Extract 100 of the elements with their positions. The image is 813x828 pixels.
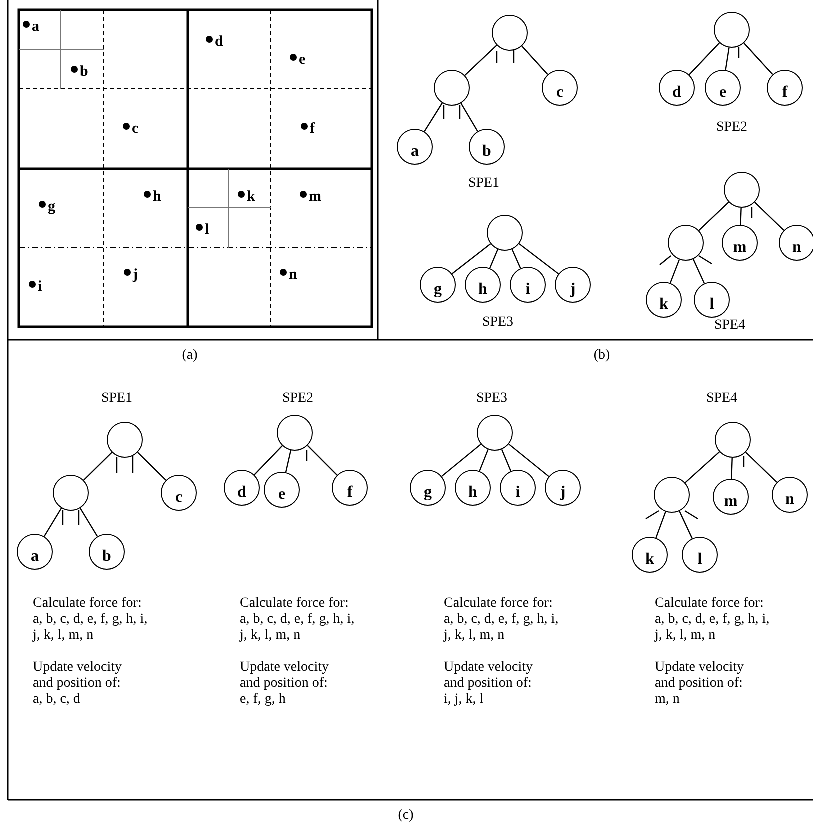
caption-label: SPE3 xyxy=(476,391,508,407)
tree-edge xyxy=(44,508,62,537)
caption-label: (a) xyxy=(182,348,198,364)
point-label: c xyxy=(132,121,139,137)
point-label: e xyxy=(299,52,306,68)
tree-edge xyxy=(137,452,167,481)
tree-edge xyxy=(744,42,774,76)
empty-child-stub xyxy=(513,50,515,63)
tree-node-circle: j xyxy=(555,267,591,303)
point-label: k xyxy=(247,189,256,205)
tree-edge xyxy=(512,249,522,269)
tree-node-circle: b xyxy=(89,534,125,570)
point-label: j xyxy=(133,267,138,283)
force-note: Calculate force for: a, b, c, d, e, f, g, h, i, j, k, l, m, n xyxy=(444,596,560,644)
tree-edge xyxy=(83,452,113,481)
empty-tree-node-circle xyxy=(477,415,513,451)
tree-node-circle: a xyxy=(17,534,53,570)
tree-edge xyxy=(442,444,482,478)
empty-child-stub xyxy=(62,510,64,525)
update-note: Update velocity and position of: m, n xyxy=(655,660,746,708)
empty-tree-node-circle xyxy=(668,225,704,261)
tree-node-circle: c xyxy=(542,70,578,106)
tree-edge xyxy=(254,446,283,476)
point-label: a xyxy=(32,19,40,35)
caption-label: SPE2 xyxy=(282,391,314,407)
empty-child-stub xyxy=(743,456,745,467)
point-label: g xyxy=(48,199,56,215)
empty-child-stub xyxy=(698,255,712,265)
tree-edge xyxy=(679,511,693,539)
tree-node-circle: n xyxy=(772,477,808,513)
caption-label: SPE4 xyxy=(714,318,746,334)
tree-edge xyxy=(489,249,499,269)
tree-edge xyxy=(460,103,478,132)
empty-tree-node-circle xyxy=(714,12,750,48)
empty-child-stub xyxy=(78,510,80,525)
caption-label: SPE3 xyxy=(482,315,514,331)
tree-node-circle: d xyxy=(224,470,260,506)
tree-edge xyxy=(754,202,784,231)
tree-edge xyxy=(522,46,548,76)
tree-node-circle: i xyxy=(500,470,536,506)
empty-child-stub xyxy=(496,51,498,63)
tree-edge xyxy=(746,452,778,483)
point-label: l xyxy=(205,222,210,238)
tree-node-circle: g xyxy=(410,470,446,506)
tree-node-circle: d xyxy=(659,70,695,106)
caption-label: (c) xyxy=(398,808,414,824)
caption-label: SPE2 xyxy=(716,120,748,136)
caption-label: SPE1 xyxy=(101,391,133,407)
tree-edge xyxy=(670,260,680,284)
tree-node-circle: c xyxy=(161,475,197,511)
caption-label: (b) xyxy=(594,348,610,364)
tree-node-circle: e xyxy=(705,70,741,106)
tree-node-circle: m xyxy=(722,225,758,261)
empty-child-stub xyxy=(116,457,118,473)
update-note: Update velocity and position of: i, j, k, l xyxy=(444,660,534,708)
force-note: Calculate force for: a, b, c, d, e, f, g, h, i, j, k, l, m, n xyxy=(240,596,356,644)
empty-child-stub xyxy=(306,450,308,461)
point-label: h xyxy=(153,189,162,205)
tree-edge xyxy=(656,512,666,538)
empty-tree-node-circle xyxy=(654,477,690,513)
tree-edge xyxy=(518,243,560,275)
tree-edge xyxy=(731,458,733,480)
empty-child-stub xyxy=(443,105,445,119)
empty-tree-node-circle xyxy=(53,475,89,511)
tree-edge xyxy=(688,42,720,76)
point-label: n xyxy=(289,267,298,283)
tree-node-circle: k xyxy=(632,537,668,573)
force-note: Calculate force for: a, b, c, d, e, f, g, h, i, j, k, l, m, n xyxy=(33,596,149,644)
tree-node-circle: m xyxy=(713,479,749,515)
tree-node-circle: k xyxy=(646,282,682,318)
tree-node-circle: b xyxy=(469,129,505,165)
empty-tree-node-circle xyxy=(724,172,760,208)
tree-node-circle: l xyxy=(694,282,730,318)
tree-node-circle: n xyxy=(779,225,813,261)
tree-edge xyxy=(80,508,98,537)
point-label: f xyxy=(310,121,315,137)
tree-edge xyxy=(740,208,742,226)
tree-edge xyxy=(501,449,512,472)
empty-tree-node-circle xyxy=(434,70,470,106)
empty-tree-node-circle xyxy=(487,215,523,251)
update-note: Update velocity and position of: a, b, c, d xyxy=(33,660,124,708)
tree-edge xyxy=(684,452,720,484)
empty-child-stub xyxy=(459,105,461,119)
empty-child-stub xyxy=(646,510,660,520)
tree-edge xyxy=(424,102,443,132)
empty-tree-node-circle xyxy=(277,415,313,451)
update-note: Update velocity and position of: e, f, g, h xyxy=(240,660,330,708)
caption-label: SPE4 xyxy=(706,391,738,407)
empty-child-stub xyxy=(132,456,134,473)
empty-tree-node-circle xyxy=(492,15,528,51)
tree-node-circle: f xyxy=(767,70,803,106)
tree-node-circle: h xyxy=(465,267,501,303)
tree-edge xyxy=(464,44,498,76)
tree-node-circle: h xyxy=(455,470,491,506)
tree-node-circle: l xyxy=(682,537,718,573)
tree-edge xyxy=(698,202,730,232)
tree-edge xyxy=(508,444,550,478)
empty-child-stub xyxy=(660,256,672,266)
tree-node-circle: a xyxy=(397,129,433,165)
tree-node-circle: f xyxy=(332,470,368,506)
